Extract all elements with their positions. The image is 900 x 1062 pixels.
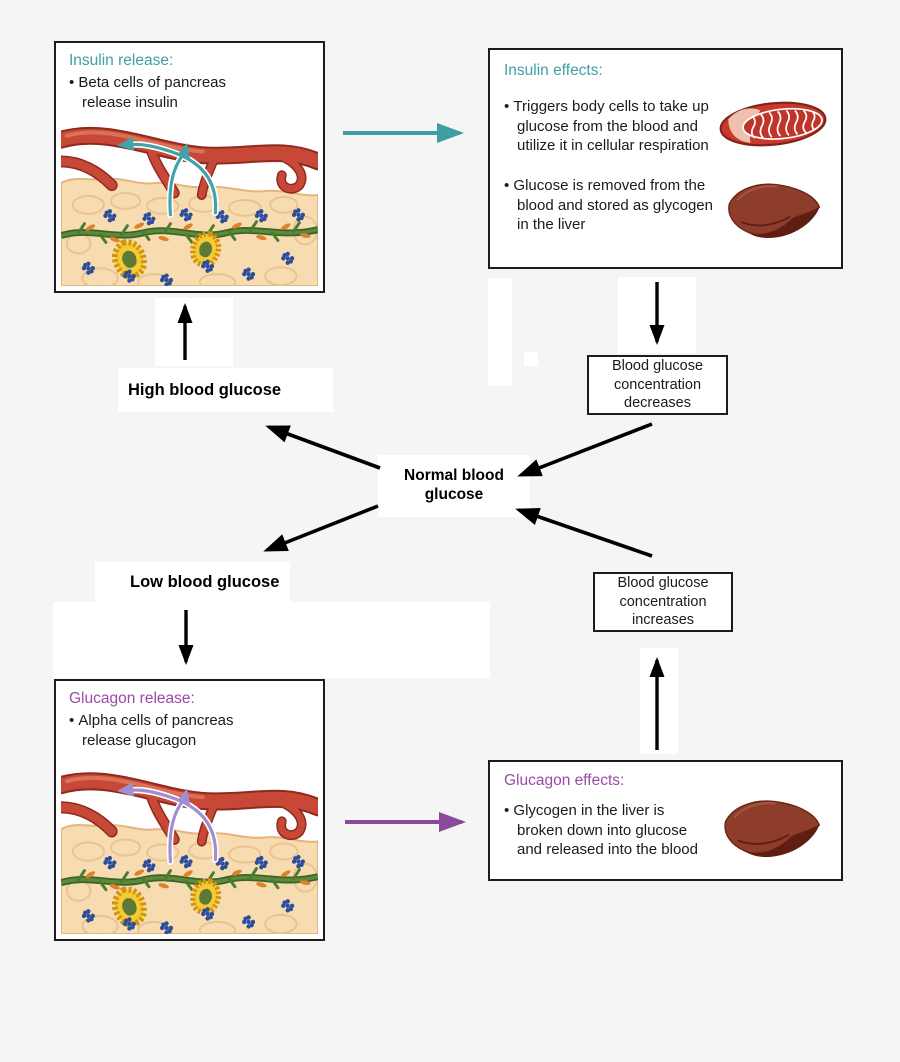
glucagon-release-title: Glucagon release: bbox=[69, 690, 195, 707]
white-patch bbox=[155, 298, 233, 366]
white-patch bbox=[95, 562, 290, 602]
blood-glucose-increases-text: Blood glucose concentration increases bbox=[617, 575, 709, 629]
white-patch bbox=[618, 277, 696, 353]
insulin-effects-title: Insulin effects: bbox=[504, 62, 603, 79]
liver-icon bbox=[723, 176, 823, 253]
insulin-effects-box: Insulin effects: Triggers body cells to … bbox=[488, 48, 843, 269]
insulin-release-bullet: Beta cells of pancreas release insulin bbox=[69, 73, 311, 112]
glucagon-effects-title: Glucagon effects: bbox=[504, 772, 625, 789]
arrow-normal-to-high bbox=[265, 425, 381, 470]
insulin-effects-bullet-1: Triggers body cells to take up glucose f… bbox=[504, 97, 716, 156]
arrow-normal-to-low bbox=[263, 504, 379, 552]
glucagon-release-bullet: Alpha cells of pancreas release glucagon bbox=[69, 711, 311, 750]
insulin-release-box: Insulin release: Beta cells of pancreas … bbox=[54, 41, 325, 293]
insulin-release-title: Insulin release: bbox=[69, 52, 174, 69]
liver-icon bbox=[719, 793, 823, 872]
glucagon-release-box: Glucagon release: Alpha cells of pancrea… bbox=[54, 679, 325, 941]
glucagon-effects-box: Glucagon effects: Glycogen in the liver … bbox=[488, 760, 843, 881]
high-blood-glucose-label: High blood glucose bbox=[128, 380, 282, 399]
insulin-effects-bullet-2: Glucose is removed from the blood and st… bbox=[504, 176, 716, 235]
pancreas-insulin-illustration bbox=[61, 110, 318, 286]
blood-glucose-decreases-box: Blood glucose concentration decreases bbox=[587, 355, 728, 415]
normal-blood-glucose-label: Normal blood glucose bbox=[404, 467, 504, 503]
white-patch bbox=[488, 278, 512, 386]
arrow-decreases-to-normal bbox=[517, 422, 653, 477]
mitochondrion-icon bbox=[717, 97, 829, 156]
pancreas-glucagon-illustration bbox=[61, 755, 318, 934]
white-patch bbox=[524, 352, 538, 366]
blood-glucose-increases-box: Blood glucose concentration increases bbox=[593, 572, 733, 632]
white-patch bbox=[378, 455, 530, 517]
low-blood-glucose-label: Low blood glucose bbox=[130, 572, 280, 591]
white-patch bbox=[640, 648, 678, 754]
white-patch bbox=[53, 602, 490, 678]
arrow-increases-to-normal bbox=[515, 508, 653, 558]
white-patch bbox=[118, 368, 333, 412]
glucagon-effects-bullet: Glycogen in the liver is broken down int… bbox=[504, 801, 716, 860]
blood-glucose-decreases-text: Blood glucose concentration decreases bbox=[611, 358, 704, 412]
